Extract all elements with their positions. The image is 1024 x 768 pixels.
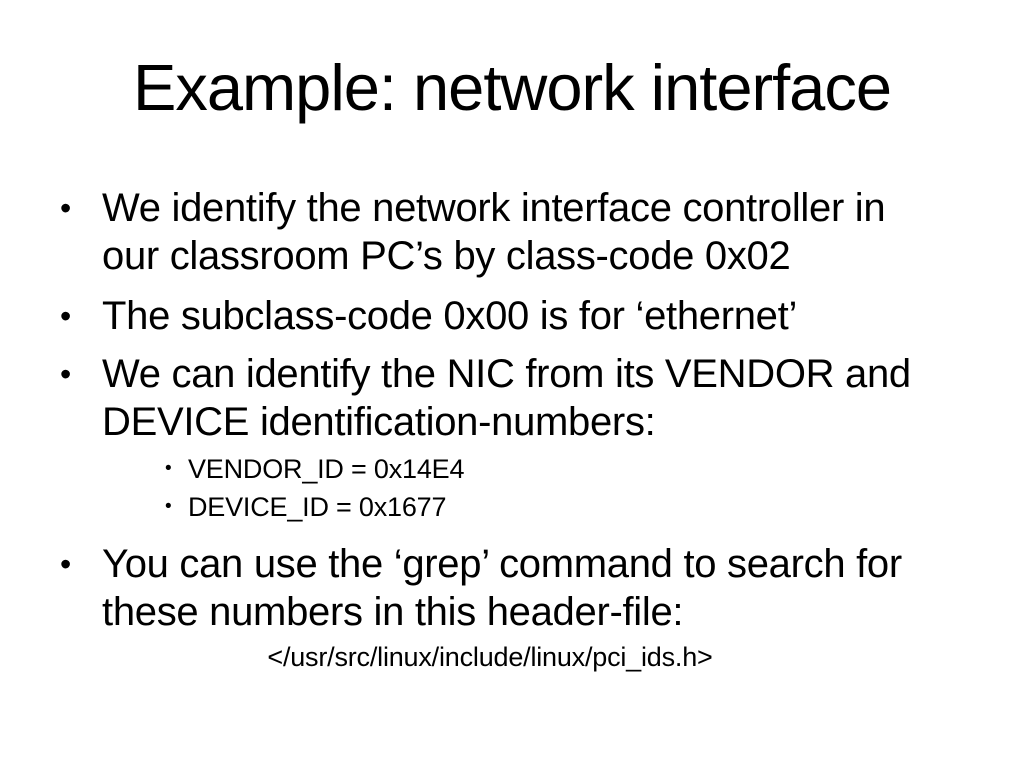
sub-bullet-text: DEVICE_ID = 0x1677 [188, 492, 447, 522]
bullet-item: • We identify the network interface cont… [60, 184, 940, 280]
bullet-icon: • [60, 546, 71, 582]
slide-title: Example: network interface [133, 51, 892, 124]
bullet-text: The subclass-code 0x00 is for ‘ethernet’ [102, 294, 798, 338]
bullet-text: We can identify the NIC from its VENDOR … [102, 352, 911, 444]
bullet-icon: • [165, 458, 172, 479]
bullet-item: • The subclass-code 0x00 is for ‘etherne… [60, 292, 940, 340]
bullet-text: You can use the ‘grep’ command to search… [102, 542, 902, 634]
header-file-path: </usr/src/linux/include/linux/pci_ids.h> [267, 642, 713, 672]
bullet-item: • You can use the ‘grep’ command to sear… [60, 540, 940, 636]
sub-bullet-item: • DEVICE_ID = 0x1677 [60, 488, 940, 526]
bullet-text: We identify the network interface contro… [102, 186, 886, 278]
sub-bullet-item: • VENDOR_ID = 0x14E4 [60, 450, 940, 488]
bullet-item: • We can identify the NIC from its VENDO… [60, 350, 940, 446]
bullet-icon: • [60, 356, 71, 392]
bullet-icon: • [165, 496, 172, 517]
bullet-icon: • [60, 298, 71, 334]
bullet-list: • We identify the network interface cont… [60, 184, 940, 676]
sub-bullet-text: VENDOR_ID = 0x14E4 [188, 454, 465, 484]
bullet-icon: • [60, 190, 71, 226]
